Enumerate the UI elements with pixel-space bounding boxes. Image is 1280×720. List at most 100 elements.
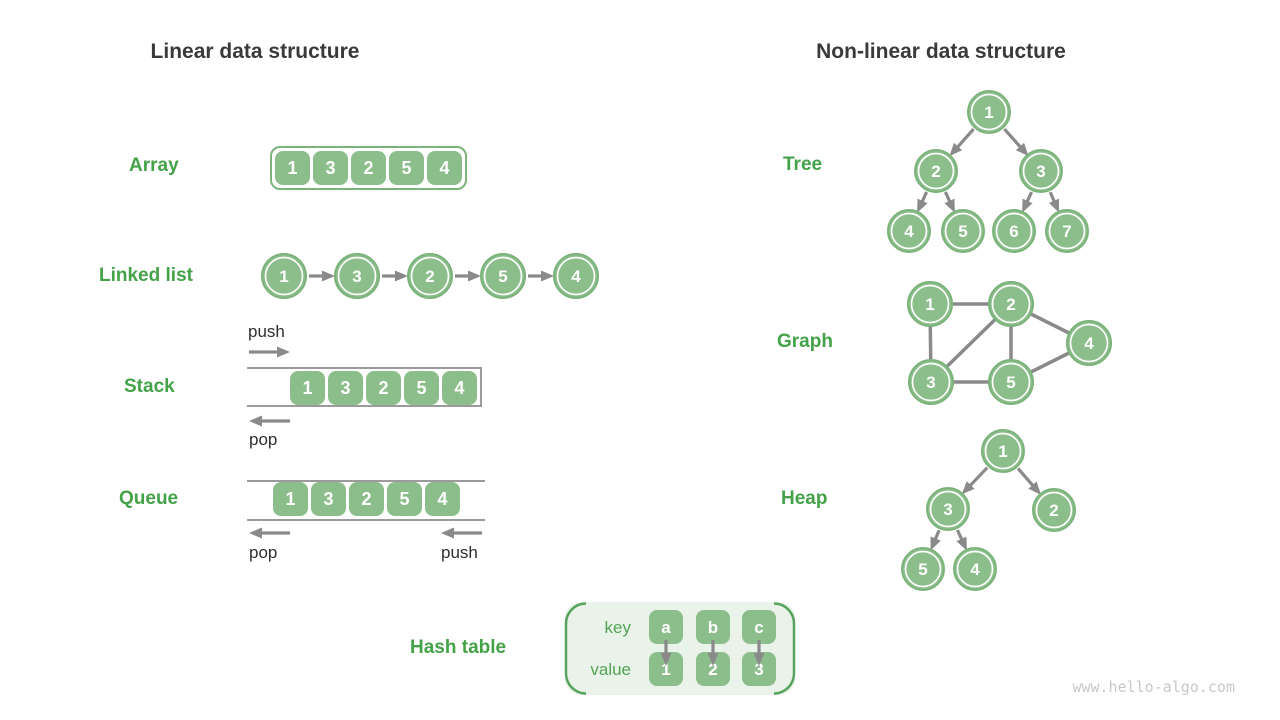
stack-container: 1 3 2 5 4 (247, 367, 482, 407)
tree-node: 5 (941, 209, 985, 253)
hash-value: 3 (754, 660, 763, 679)
heap-edge (930, 529, 941, 551)
tree-node-value: 3 (1036, 162, 1045, 181)
queue-cell: 2 (349, 482, 384, 516)
stack-cell: 2 (366, 371, 401, 405)
heap-node: 5 (901, 547, 945, 591)
hash-key-cell (742, 610, 776, 644)
array-cell: 5 (389, 151, 424, 185)
tree-node-value: 6 (1009, 222, 1018, 241)
hash-key-cell (649, 610, 683, 644)
hash-value: 2 (708, 660, 717, 679)
linked-list-node: 3 (334, 253, 380, 299)
tree-node: 3 (1019, 149, 1063, 193)
array-cell: 4 (427, 151, 462, 185)
heap-node: 3 (926, 487, 970, 531)
hash-key: c (754, 618, 763, 637)
linked-list-node-value: 3 (352, 267, 361, 286)
heap-node-value: 3 (943, 500, 952, 519)
stack-push-label: push (248, 322, 285, 341)
queue-cell: 5 (387, 482, 422, 516)
linked-list-node: 1 (261, 253, 307, 299)
tree-node-value: 2 (931, 162, 940, 181)
graph-node-value: 2 (1006, 295, 1015, 314)
tree-node-value: 4 (904, 222, 914, 241)
stack-cell: 5 (404, 371, 439, 405)
hash-key: a (661, 618, 671, 637)
tree-node: 1 (967, 90, 1011, 134)
linked-list-node: 4 (553, 253, 599, 299)
heap-diagram: 1 3 2 5 4 (901, 429, 1076, 591)
graph-node-value: 1 (925, 295, 934, 314)
heap-node-value: 4 (970, 560, 980, 579)
linked-list-node-value: 2 (425, 267, 434, 286)
queue-top-line (247, 480, 485, 482)
tree-edge (917, 191, 929, 213)
linked-list-node: 5 (480, 253, 526, 299)
heap-node: 2 (1032, 488, 1076, 532)
graph-diagram: 1 2 4 3 5 (907, 281, 1112, 405)
stack-cell: 4 (442, 371, 477, 405)
queue-cells: 1 3 2 5 4 (273, 482, 460, 516)
linear-column-title: Linear data structure (150, 40, 360, 63)
hash-table-left-bracket (564, 602, 587, 695)
linked-list-label: Linked list (99, 265, 193, 286)
tree-node: 4 (887, 209, 931, 253)
hash-value-cell (649, 652, 683, 686)
heap-node: 1 (981, 429, 1025, 473)
hash-table-label: Hash table (410, 637, 507, 658)
array-cell: 3 (313, 151, 348, 185)
graph-node: 2 (988, 281, 1034, 327)
array-cell: 2 (351, 151, 386, 185)
hash-value-cell (696, 652, 730, 686)
nonlinear-column-title: Non-linear data structure (816, 40, 1066, 63)
tree-node-value: 1 (984, 103, 993, 122)
tree-edge (1003, 128, 1029, 157)
graph-node: 5 (988, 359, 1034, 405)
hash-table-diagram: key value a b c 1 2 3 (564, 602, 796, 695)
hash-key-row-label: key (605, 618, 632, 637)
stack-label: Stack (124, 376, 175, 397)
heap-edge (955, 529, 967, 551)
heap-node-value: 5 (918, 560, 927, 579)
graph-node: 1 (907, 281, 953, 327)
tree-edge (1022, 191, 1034, 213)
tree-node-value: 7 (1062, 222, 1071, 241)
hash-key: b (708, 618, 718, 637)
graph-node-value: 4 (1084, 334, 1094, 353)
tree-node: 6 (992, 209, 1036, 253)
heap-node: 4 (953, 547, 997, 591)
linked-list-node-value: 1 (279, 267, 288, 286)
heap-node-value: 1 (998, 442, 1007, 461)
hash-value: 1 (661, 660, 670, 679)
heap-node-value: 2 (1049, 501, 1058, 520)
linked-list-node-value: 4 (571, 267, 581, 286)
queue-cell: 4 (425, 482, 460, 516)
hash-value-cell (742, 652, 776, 686)
hash-value-row-label: value (590, 660, 631, 679)
array-label: Array (129, 155, 179, 176)
graph-node-value: 5 (1006, 373, 1015, 392)
hash-table-panel (565, 602, 795, 695)
watermark: www.hello-algo.com (1072, 678, 1235, 696)
queue-bottom-line (247, 519, 485, 521)
linked-list-node-value: 5 (498, 267, 507, 286)
linked-list-diagram: 1 3 2 5 4 (261, 253, 599, 299)
stack-cell: 1 (290, 371, 325, 405)
queue-pop-label: pop (249, 543, 278, 562)
graph-label: Graph (777, 331, 833, 352)
tree-node: 2 (914, 149, 958, 193)
array-cell: 1 (275, 151, 310, 185)
tree-label: Tree (783, 154, 823, 175)
stack-cells: 1 3 2 5 4 (290, 371, 477, 405)
tree-diagram: 1 2 3 4 5 6 7 (887, 90, 1089, 253)
heap-edge (1016, 467, 1041, 495)
tree-node-value: 5 (958, 222, 967, 241)
queue-label: Queue (119, 488, 179, 509)
heap-edge (961, 466, 989, 495)
queue-push-label: push (441, 543, 478, 562)
linked-list-node: 2 (407, 253, 453, 299)
queue-cell: 3 (311, 482, 346, 516)
